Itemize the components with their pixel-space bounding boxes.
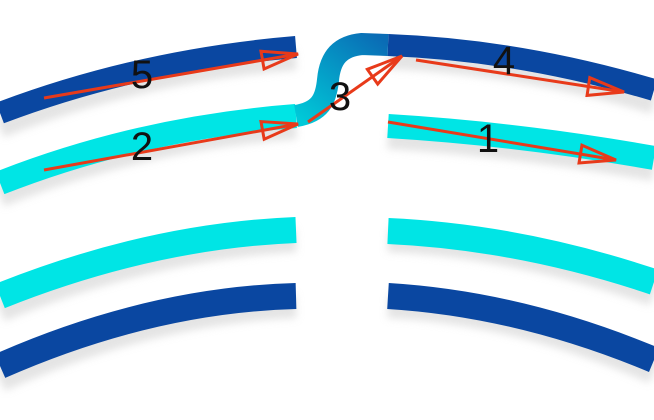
bottom-dark-strand-right bbox=[387, 283, 654, 372]
bottom-dark-strand bbox=[0, 283, 654, 378]
lower-light-strand-right bbox=[387, 218, 654, 295]
top-light-strand-left bbox=[0, 104, 297, 195]
step-1-label: 1 bbox=[477, 117, 499, 161]
top-dark-strand-left bbox=[0, 36, 297, 124]
step-2-arrow bbox=[43, 119, 299, 172]
step-5-arrow bbox=[43, 49, 299, 100]
step-1-arrow bbox=[387, 120, 617, 165]
lower-light-strand bbox=[0, 217, 654, 309]
step-2-label: 2 bbox=[131, 125, 153, 169]
step-4-label: 4 bbox=[493, 39, 515, 83]
step-3-label: 3 bbox=[329, 75, 351, 119]
lower-light-strand-left bbox=[0, 217, 297, 309]
step-5-label: 5 bbox=[131, 53, 153, 97]
step-3-arrow bbox=[307, 54, 404, 124]
direction-arrows bbox=[43, 49, 625, 172]
crossover-ribbon bbox=[293, 32, 389, 127]
bottom-dark-strand-left bbox=[0, 283, 297, 378]
step-labels: 1 2 3 4 5 bbox=[131, 39, 515, 169]
step-4-arrow bbox=[415, 58, 625, 98]
